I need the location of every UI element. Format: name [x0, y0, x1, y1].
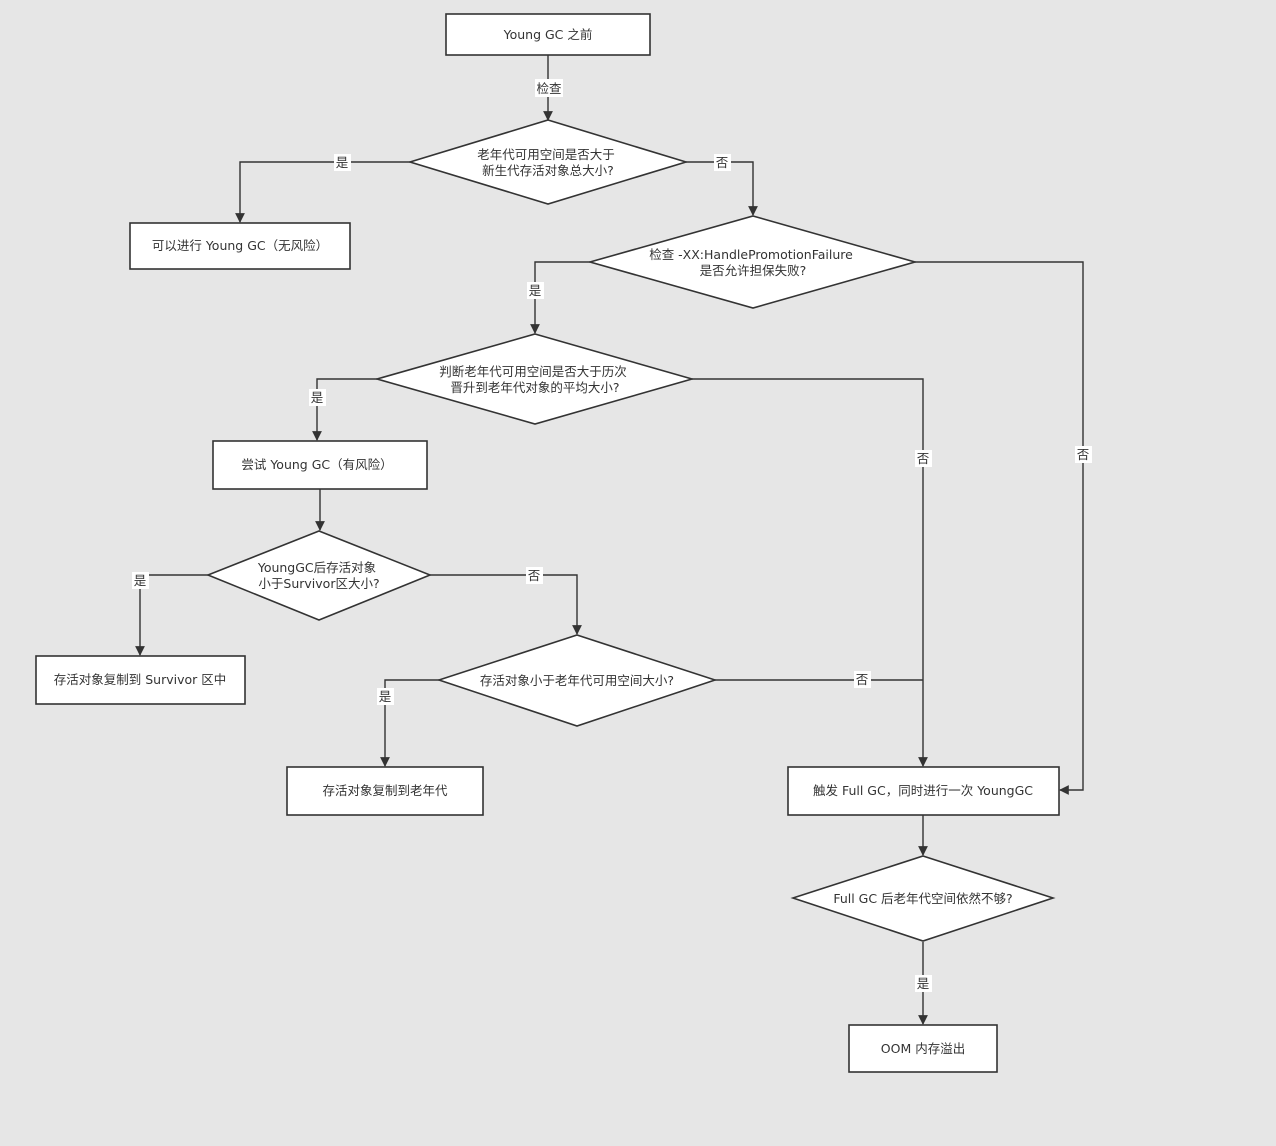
- svg-text:是: 是: [336, 155, 349, 170]
- decision-old-gen-still-insufficient[interactable]: Full GC 后老年代空间依然不够?: [790, 855, 1056, 942]
- decision-handle-promotion-failure[interactable]: 检查 -XX:HandlePromotionFailure 是否允许担保失败?: [587, 215, 918, 309]
- edge-d4-to-d5: [430, 574, 582, 635]
- nodes: Young GC 之前 老年代可用空间是否大于 新生代存活对象总大小? 可以进行…: [35, 13, 1060, 1073]
- edge-label-d3-no: 否: [915, 450, 932, 467]
- svg-text:检查: 检查: [536, 81, 562, 96]
- decision-survivors-fit-survivor-space[interactable]: YoungGC后存活对象 小于Survivor区大小?: [205, 530, 433, 621]
- svg-text:是: 是: [311, 390, 324, 405]
- edge-d3-to-try: [312, 378, 377, 441]
- edge-label-d1-yes: 是: [334, 154, 351, 171]
- node-copy-to-survivor-label: 存活对象复制到 Survivor 区中: [54, 672, 227, 687]
- node-try-young-gc-label: 尝试 Young GC（有风险）: [241, 457, 392, 472]
- edge-label-check: 检查: [535, 79, 563, 97]
- edge-label-d4-no: 否: [526, 567, 543, 584]
- decision-old-gen-vs-young-survivors-label: 老年代可用空间是否大于 新生代存活对象总大小?: [477, 147, 619, 178]
- node-young-gc-before-label: Young GC 之前: [503, 27, 593, 42]
- node-young-gc-safe[interactable]: 可以进行 Young GC（无风险）: [129, 222, 351, 270]
- edge-label-d2-yes: 是: [527, 282, 544, 299]
- edge-label-d5-yes: 是: [377, 688, 394, 705]
- node-copy-to-old-gen[interactable]: 存活对象复制到老年代: [286, 766, 484, 816]
- decision-old-gen-vs-average-promotion[interactable]: 判断老年代可用空间是否大于历次 晋升到老年代对象的平均大小?: [374, 333, 695, 425]
- edge-d4-to-copy-survivor: [135, 574, 208, 656]
- node-try-young-gc[interactable]: 尝试 Young GC（有风险）: [212, 440, 428, 490]
- node-young-gc-safe-label: 可以进行 Young GC（无风险）: [152, 238, 328, 253]
- edge-label-d3-yes: 是: [309, 389, 326, 406]
- decision-survivors-fit-old-gen-label: 存活对象小于老年代可用空间大小?: [480, 673, 674, 688]
- node-oom-label: OOM 内存溢出: [881, 1041, 965, 1056]
- edge-label-d1-no: 否: [714, 154, 731, 171]
- decision-old-gen-vs-young-survivors[interactable]: 老年代可用空间是否大于 新生代存活对象总大小?: [407, 119, 689, 205]
- edge-label-d2-no: 否: [1075, 446, 1092, 463]
- edge-label-d5-no: 否: [854, 671, 871, 688]
- decision-old-gen-still-insufficient-label: Full GC 后老年代空间依然不够?: [833, 891, 1012, 906]
- edge-d2-to-fullgc: [915, 261, 1084, 795]
- decision-handle-promotion-failure-label: 检查 -XX:HandlePromotionFailure 是否允许担保失败?: [649, 247, 857, 278]
- edge-d1-to-safe: [235, 161, 410, 223]
- node-copy-to-old-gen-label: 存活对象复制到老年代: [322, 783, 448, 798]
- svg-text:否: 否: [856, 672, 869, 687]
- svg-text:是: 是: [379, 689, 392, 704]
- edge-label-d6-yes: 是: [915, 975, 932, 992]
- node-trigger-full-gc-label: 触发 Full GC，同时进行一次 YoungGC: [813, 783, 1033, 798]
- svg-text:是: 是: [917, 976, 930, 991]
- edge-d3-to-fullgc: [692, 378, 928, 767]
- edge-d1-to-d2: [686, 161, 758, 216]
- decision-survivors-fit-old-gen[interactable]: 存活对象小于老年代可用空间大小?: [436, 634, 718, 727]
- svg-text:否: 否: [716, 155, 729, 170]
- svg-text:是: 是: [529, 283, 542, 298]
- node-trigger-full-gc[interactable]: 触发 Full GC，同时进行一次 YoungGC: [787, 766, 1060, 816]
- svg-text:否: 否: [1077, 447, 1090, 462]
- edge-d2-to-d3: [530, 261, 590, 334]
- decision-old-gen-vs-average-promotion-label: 判断老年代可用空间是否大于历次 晋升到老年代对象的平均大小?: [439, 364, 631, 395]
- edge-label-d4-yes: 是: [132, 572, 149, 589]
- svg-text:否: 否: [917, 451, 930, 466]
- edge-d5-to-copy-old: [380, 679, 439, 767]
- node-oom[interactable]: OOM 内存溢出: [848, 1024, 998, 1073]
- svg-text:否: 否: [528, 568, 541, 583]
- node-young-gc-before[interactable]: Young GC 之前: [445, 13, 651, 56]
- decision-survivors-fit-survivor-space-label: YoungGC后存活对象 小于Survivor区大小?: [257, 560, 380, 591]
- node-copy-to-survivor[interactable]: 存活对象复制到 Survivor 区中: [35, 655, 246, 705]
- svg-text:是: 是: [134, 573, 147, 588]
- edge-labels: 检查 是 否 是 否 是 否 是: [132, 79, 1092, 992]
